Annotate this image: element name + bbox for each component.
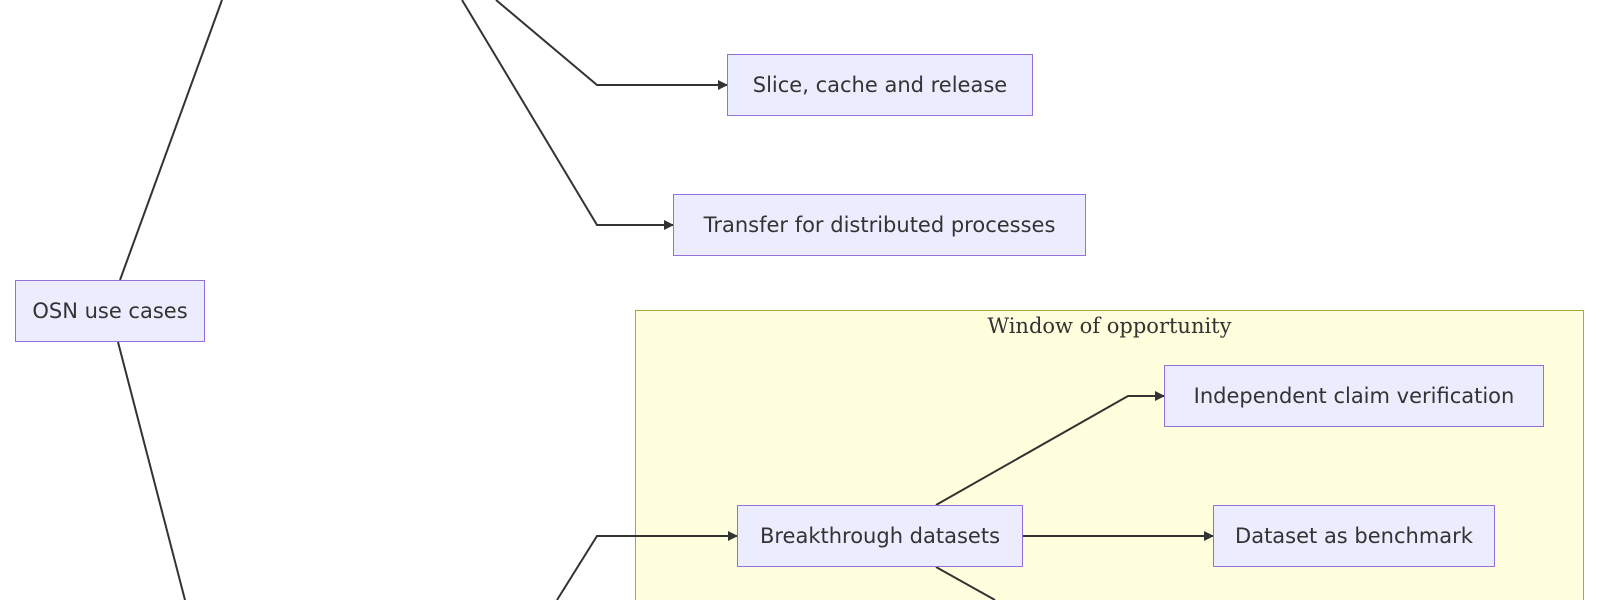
node-osn-use-cases[interactable]: OSN use cases (15, 280, 205, 342)
node-independent-claim-verification[interactable]: Independent claim verification (1164, 365, 1544, 427)
node-slice-cache-release[interactable]: Slice, cache and release (727, 54, 1033, 116)
node-dataset-as-benchmark[interactable]: Dataset as benchmark (1213, 505, 1495, 567)
cluster-title: Window of opportunity (987, 314, 1232, 338)
edge-breakthrough-downward (935, 566, 996, 600)
edge-to-transfer-distributed (461, 0, 674, 230)
edge-breakthrough-to-independent-claim (935, 391, 1165, 506)
edge-to-breakthrough-datasets (556, 531, 738, 600)
edge-osn-to-upstream (119, 0, 223, 281)
node-transfer-distributed-processes[interactable]: Transfer for distributed processes (673, 194, 1086, 256)
edge-osn-to-lower (117, 341, 186, 600)
node-breakthrough-datasets[interactable]: Breakthrough datasets (737, 505, 1023, 567)
edge-to-slice-cache-release (495, 0, 728, 90)
